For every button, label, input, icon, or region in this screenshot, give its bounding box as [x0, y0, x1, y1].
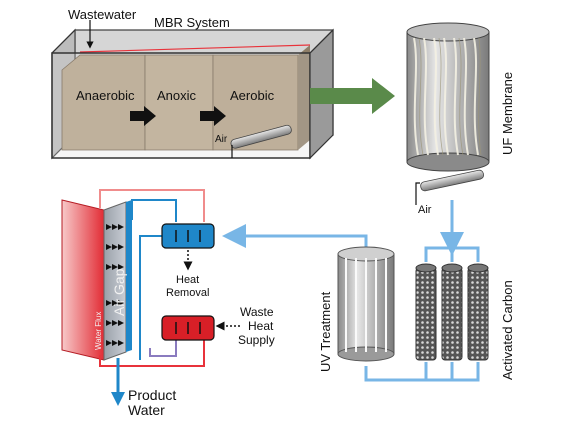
- product-water-label-2: Water: [128, 402, 165, 418]
- product-arrow: [111, 392, 125, 406]
- flow-arrow: [130, 106, 156, 126]
- mbr-air-pipe: [230, 124, 292, 158]
- mbr-system-label: MBR System: [154, 15, 230, 30]
- flow-lines: [222, 200, 480, 382]
- anoxic-label: Anoxic: [157, 88, 197, 103]
- activated-carbon-columns: [415, 263, 489, 361]
- flow-arrow: [200, 106, 226, 126]
- green-flow-arrow: [310, 78, 395, 114]
- air-gap-label: Air Gap: [111, 268, 127, 316]
- aerobic-label: Aerobic: [230, 88, 275, 103]
- heat-removal-label-2: Removal: [166, 287, 209, 299]
- waste-heat-label-3: Supply: [238, 333, 275, 347]
- waste-heat-label-1: Waste: [240, 305, 274, 319]
- md-pipes: [99, 189, 205, 394]
- water-flux-label: Water Flux: [94, 312, 103, 350]
- uv-treatment-label: UV Treatment: [318, 291, 333, 372]
- water-flux-arrows: [106, 224, 124, 346]
- product-water-label-1: Product: [128, 387, 176, 403]
- heat-removal-label-1: Heat: [176, 274, 199, 286]
- uv-reactor: [337, 246, 395, 362]
- waste-heat-exchanger: [161, 315, 240, 341]
- mbr-tank: [51, 20, 334, 160]
- uf-air-label: Air: [418, 204, 432, 216]
- anaerobic-label: Anaerobic: [76, 88, 135, 103]
- heat-removal-exchanger: [161, 223, 215, 271]
- waste-heat-label-2: Heat: [248, 319, 274, 333]
- cold-plate: [126, 200, 132, 352]
- uf-membrane: [406, 22, 490, 205]
- uf-membrane-label: UF Membrane: [500, 72, 515, 155]
- md-module: [61, 199, 132, 361]
- wastewater-label: Wastewater: [68, 7, 137, 22]
- activated-carbon-label: Activated Carbon: [500, 280, 515, 380]
- mbr-air-label: Air: [215, 134, 228, 145]
